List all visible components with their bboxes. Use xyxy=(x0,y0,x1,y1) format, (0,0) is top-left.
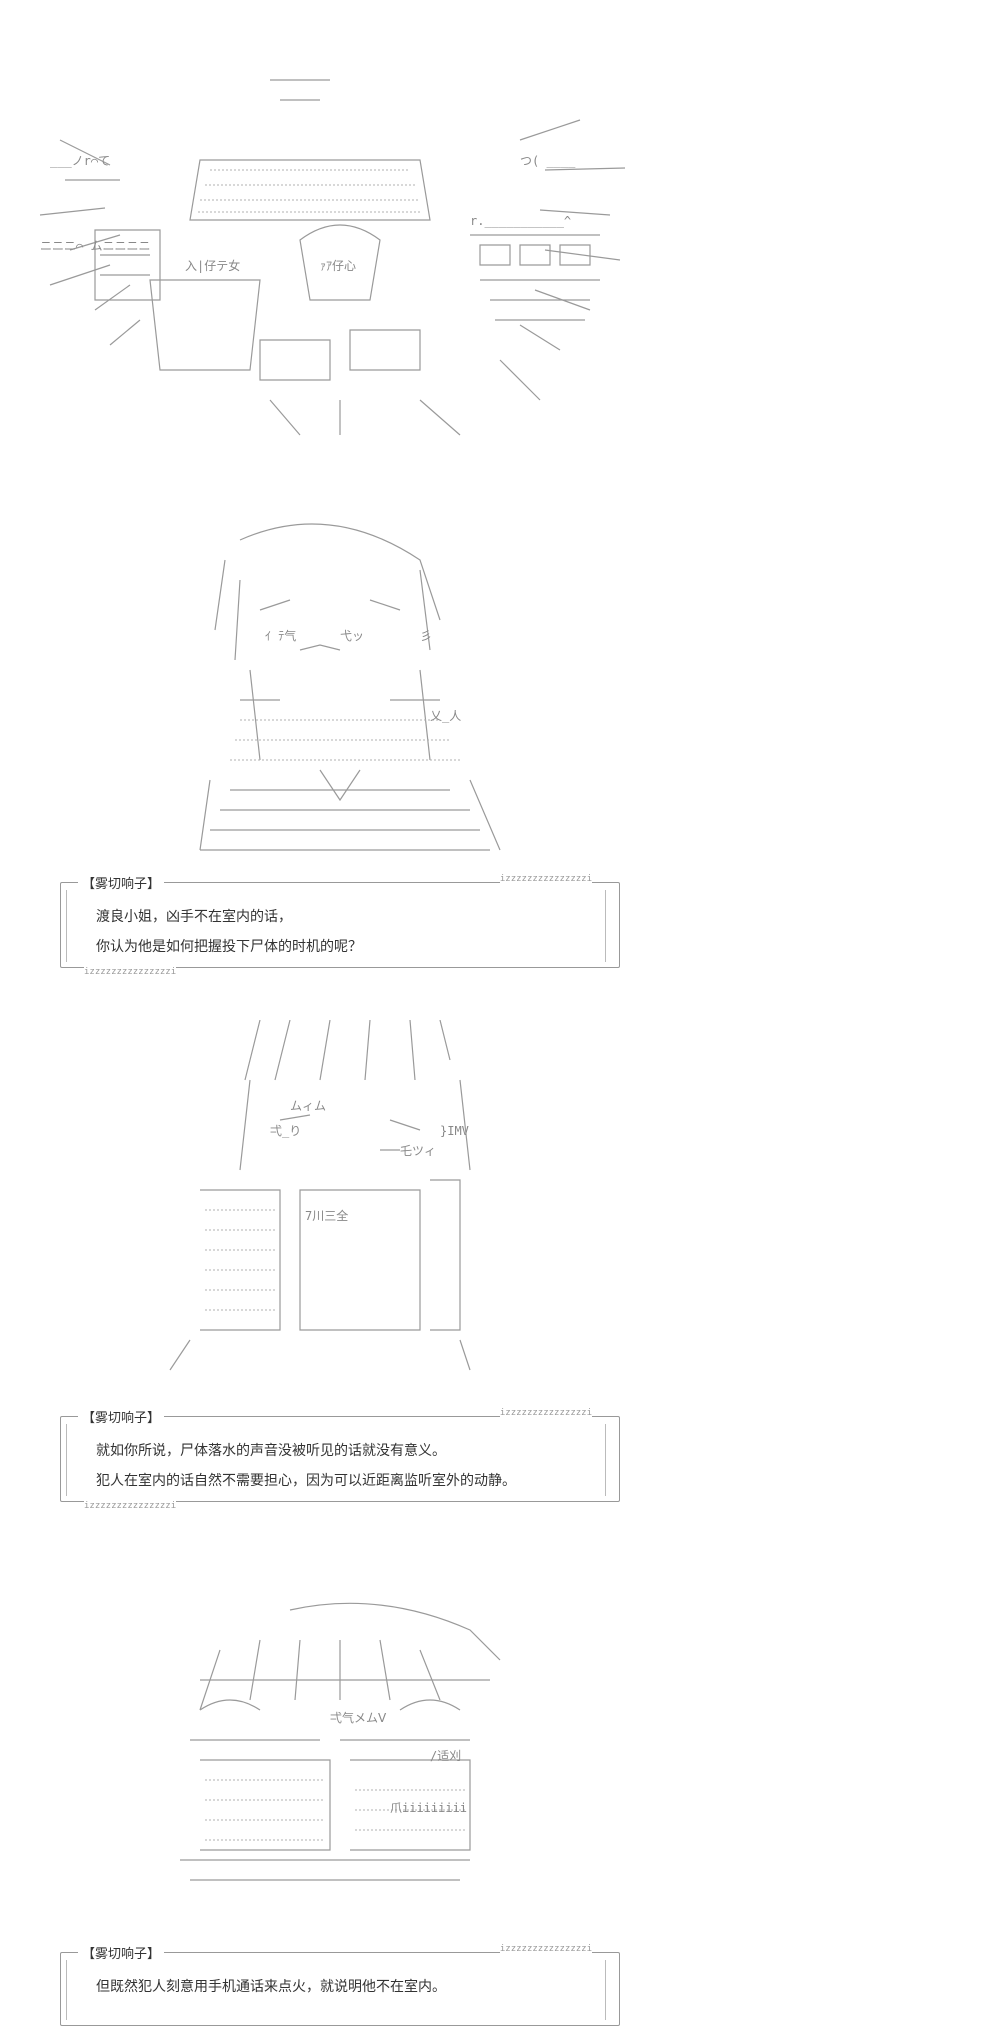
ascii-art-character-1: ｲ ﾃ气 弋ッ 彡 乂_人 xyxy=(0,500,640,860)
dialog-box: 【雾切响子】 izzzzzzzzzzzzzzzi 但既然犯人刻意用手机通话来点火… xyxy=(60,1943,620,2026)
svg-text:7川三全: 7川三全 xyxy=(305,1208,348,1223)
svg-text:弌气メムⅤ: 弌气メムⅤ xyxy=(330,1710,387,1725)
svg-text:r.___________^: r.___________^ xyxy=(470,214,571,228)
svg-text:入|仔テ女: 入|仔テ女 xyxy=(185,258,240,273)
dialog-line: 就如你所说，尸体落水的声音没被听见的话就没有意义。 xyxy=(96,1443,446,1459)
svg-text:}IMV: }IMV xyxy=(440,1124,469,1138)
dialog-frame xyxy=(60,1416,620,1502)
svg-text:弋ッ: 弋ッ xyxy=(340,629,364,643)
dialog-line: 但既然犯人刻意用手机通话来点火，就说明他不在室内。 xyxy=(96,1979,446,1995)
art-panel-2: ｲ ﾃ气 弋ッ 彡 乂_人 【雾切响子】 izzzzzzzzzzzzzzzi 渡… xyxy=(0,500,1000,1000)
dialog-tail-top: izzzzzzzzzzzzzzzi xyxy=(499,1944,592,1954)
dialog-tail-bottom: izzzzzzzzzzzzzzzi xyxy=(84,967,177,977)
svg-text:つ( ____: つ( ____ xyxy=(520,154,576,168)
dialog-line: 渡良小姐，凶手不在室内的话， xyxy=(96,909,292,925)
svg-text:ムィム: ムィム xyxy=(290,1099,326,1113)
svg-text:弌_り: 弌_り xyxy=(270,1124,301,1138)
art-panel-4: 弌气メムⅤ /适刈 爪iiiiiiiii 【雾切响子】 izzzzzzzzzzz… xyxy=(0,1600,1000,2026)
svg-text:ｲ ﾃ气: ｲ ﾃ气 xyxy=(265,628,296,643)
ascii-art-sunburst: ___ノr⌒て つ( ____ ニニニ⌒ ムニニニニ 入|仔テ女 ｧｱ仔心 r.… xyxy=(0,40,640,440)
dialog-frame-inner xyxy=(66,1424,606,1496)
svg-text:ニニニ⌒ ムニニニニ: ニニニ⌒ ムニニニニ xyxy=(40,239,150,253)
dialog-tail-bottom: izzzzzzzzzzzzzzzi xyxy=(84,1501,177,1511)
svg-text:/适刈: /适刈 xyxy=(430,1749,461,1763)
svg-text:乂_人: 乂_人 xyxy=(430,709,461,723)
dialog-box: 【雾切响子】 izzzzzzzzzzzzzzzi 就如你所说，尸体落水的声音没被… xyxy=(60,1407,620,1511)
speaker-name: 【雾切响子】 xyxy=(78,873,165,892)
dialog-line: 你认为他是如何把握投下尸体的时机的呢？ xyxy=(96,939,362,955)
dialog-frame xyxy=(60,882,620,968)
svg-text:___ノr⌒て: ___ノr⌒て xyxy=(50,154,110,168)
ascii-art-character-3: 弌气メムⅤ /适刈 爪iiiiiiiii xyxy=(0,1600,640,1930)
svg-text:爪iiiiiiiii: 爪iiiiiiiii xyxy=(390,1801,467,1815)
dialog-line: 犯人在室内的话自然不需要担心，因为可以近距离监听室外的动静。 xyxy=(96,1473,516,1489)
dialog-tail-top: izzzzzzzzzzzzzzzi xyxy=(499,1408,592,1418)
svg-text:彡: 彡 xyxy=(420,629,432,643)
svg-text:乇ツィ: 乇ツィ xyxy=(400,1144,436,1158)
speaker-name: 【雾切响子】 xyxy=(78,1943,165,1962)
art-panel-3: ムィム 弌_り 乇ツィ }IMV 7川三全 【雾切响子】 izzzzzzzzzz… xyxy=(0,1020,1000,1520)
dialog-box: 【雾切响子】 izzzzzzzzzzzzzzzi 渡良小姐，凶手不在室内的话， … xyxy=(60,873,620,977)
speaker-name: 【雾切响子】 xyxy=(78,1407,165,1426)
dialog-frame-inner xyxy=(66,1960,606,2020)
art-panel-1: ___ノr⌒て つ( ____ ニニニ⌒ ムニニニニ 入|仔テ女 ｧｱ仔心 r.… xyxy=(0,40,1000,440)
svg-text:ｧｱ仔心: ｧｱ仔心 xyxy=(320,259,356,273)
ascii-art-character-2: ムィム 弌_り 乇ツィ }IMV 7川三全 xyxy=(0,1020,640,1380)
dialog-frame-inner xyxy=(66,890,606,962)
dialog-tail-top: izzzzzzzzzzzzzzzi xyxy=(499,874,592,884)
